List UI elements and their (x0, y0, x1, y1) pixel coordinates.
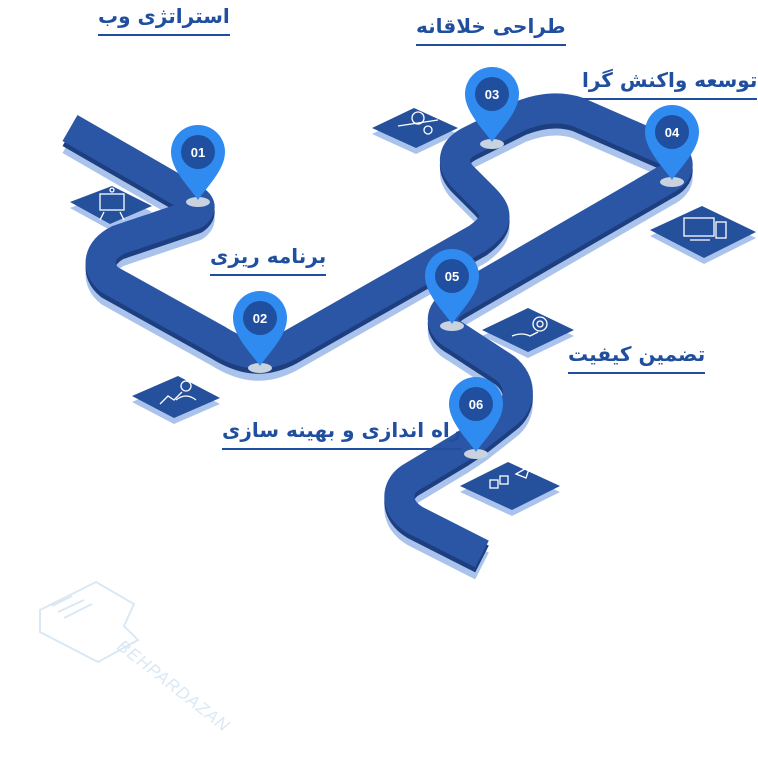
tile-step-04 (650, 206, 756, 264)
step-label-05: تضمین کیفیت (568, 342, 706, 374)
pin-step-02: 02 (233, 291, 287, 373)
pin-step-04: 04 (645, 105, 699, 187)
pin-inner-circle (655, 115, 689, 149)
responsive-devices-icon (683, 217, 727, 241)
step-label-01: استراتژی وب (98, 4, 230, 36)
pin-base-03 (480, 139, 504, 149)
brand-logo-icon (39, 580, 140, 664)
pin-step-06: 06 (449, 377, 503, 459)
watermark-text: BEHPARDAZAN (114, 636, 234, 735)
step-pins: 01 02 03 04 05 06 (171, 67, 699, 459)
step-label-02: برنامه ریزی (210, 244, 327, 276)
tile-step-06 (460, 462, 560, 516)
pin-number-04: 04 (665, 125, 680, 140)
analytics-person-icon (159, 380, 197, 405)
roadmap-path (70, 109, 678, 566)
pin-base-05 (440, 321, 464, 331)
pin-base-02 (248, 363, 272, 373)
presentation-board-icon (99, 187, 125, 221)
pin-base-06 (464, 449, 488, 459)
tile-step-05 (482, 308, 574, 358)
pin-inner-circle (435, 259, 469, 293)
quality-gear-hand-icon (511, 316, 548, 337)
launch-rocket-icon (489, 464, 532, 489)
brand-watermark: BEHPARDAZAN (39, 580, 234, 736)
pin-step-01: 01 (171, 124, 226, 207)
pin-inner-circle (475, 77, 509, 111)
pin-number-01: 01 (191, 145, 205, 160)
creative-design-icon (397, 111, 439, 135)
pin-step-03: 03 (465, 67, 519, 149)
pin-number-02: 02 (253, 311, 267, 326)
pin-number-06: 06 (469, 397, 483, 412)
step-label-06: راه اندازی و بهینه سازی (222, 418, 462, 450)
pin-inner-circle (181, 135, 215, 169)
pin-inner-circle (459, 387, 493, 421)
tile-step-02 (132, 376, 220, 424)
pin-step-05: 05 (425, 249, 479, 331)
pin-inner-circle (243, 301, 277, 335)
step-label-04: توسعه واکنش گرا (582, 68, 758, 100)
pin-base-01 (186, 197, 210, 207)
pin-base-04 (660, 177, 684, 187)
step-label-03: طراحی خلاقانه (416, 14, 566, 46)
tile-step-03 (372, 108, 458, 154)
pin-number-05: 05 (445, 269, 459, 284)
pin-number-03: 03 (485, 87, 499, 102)
